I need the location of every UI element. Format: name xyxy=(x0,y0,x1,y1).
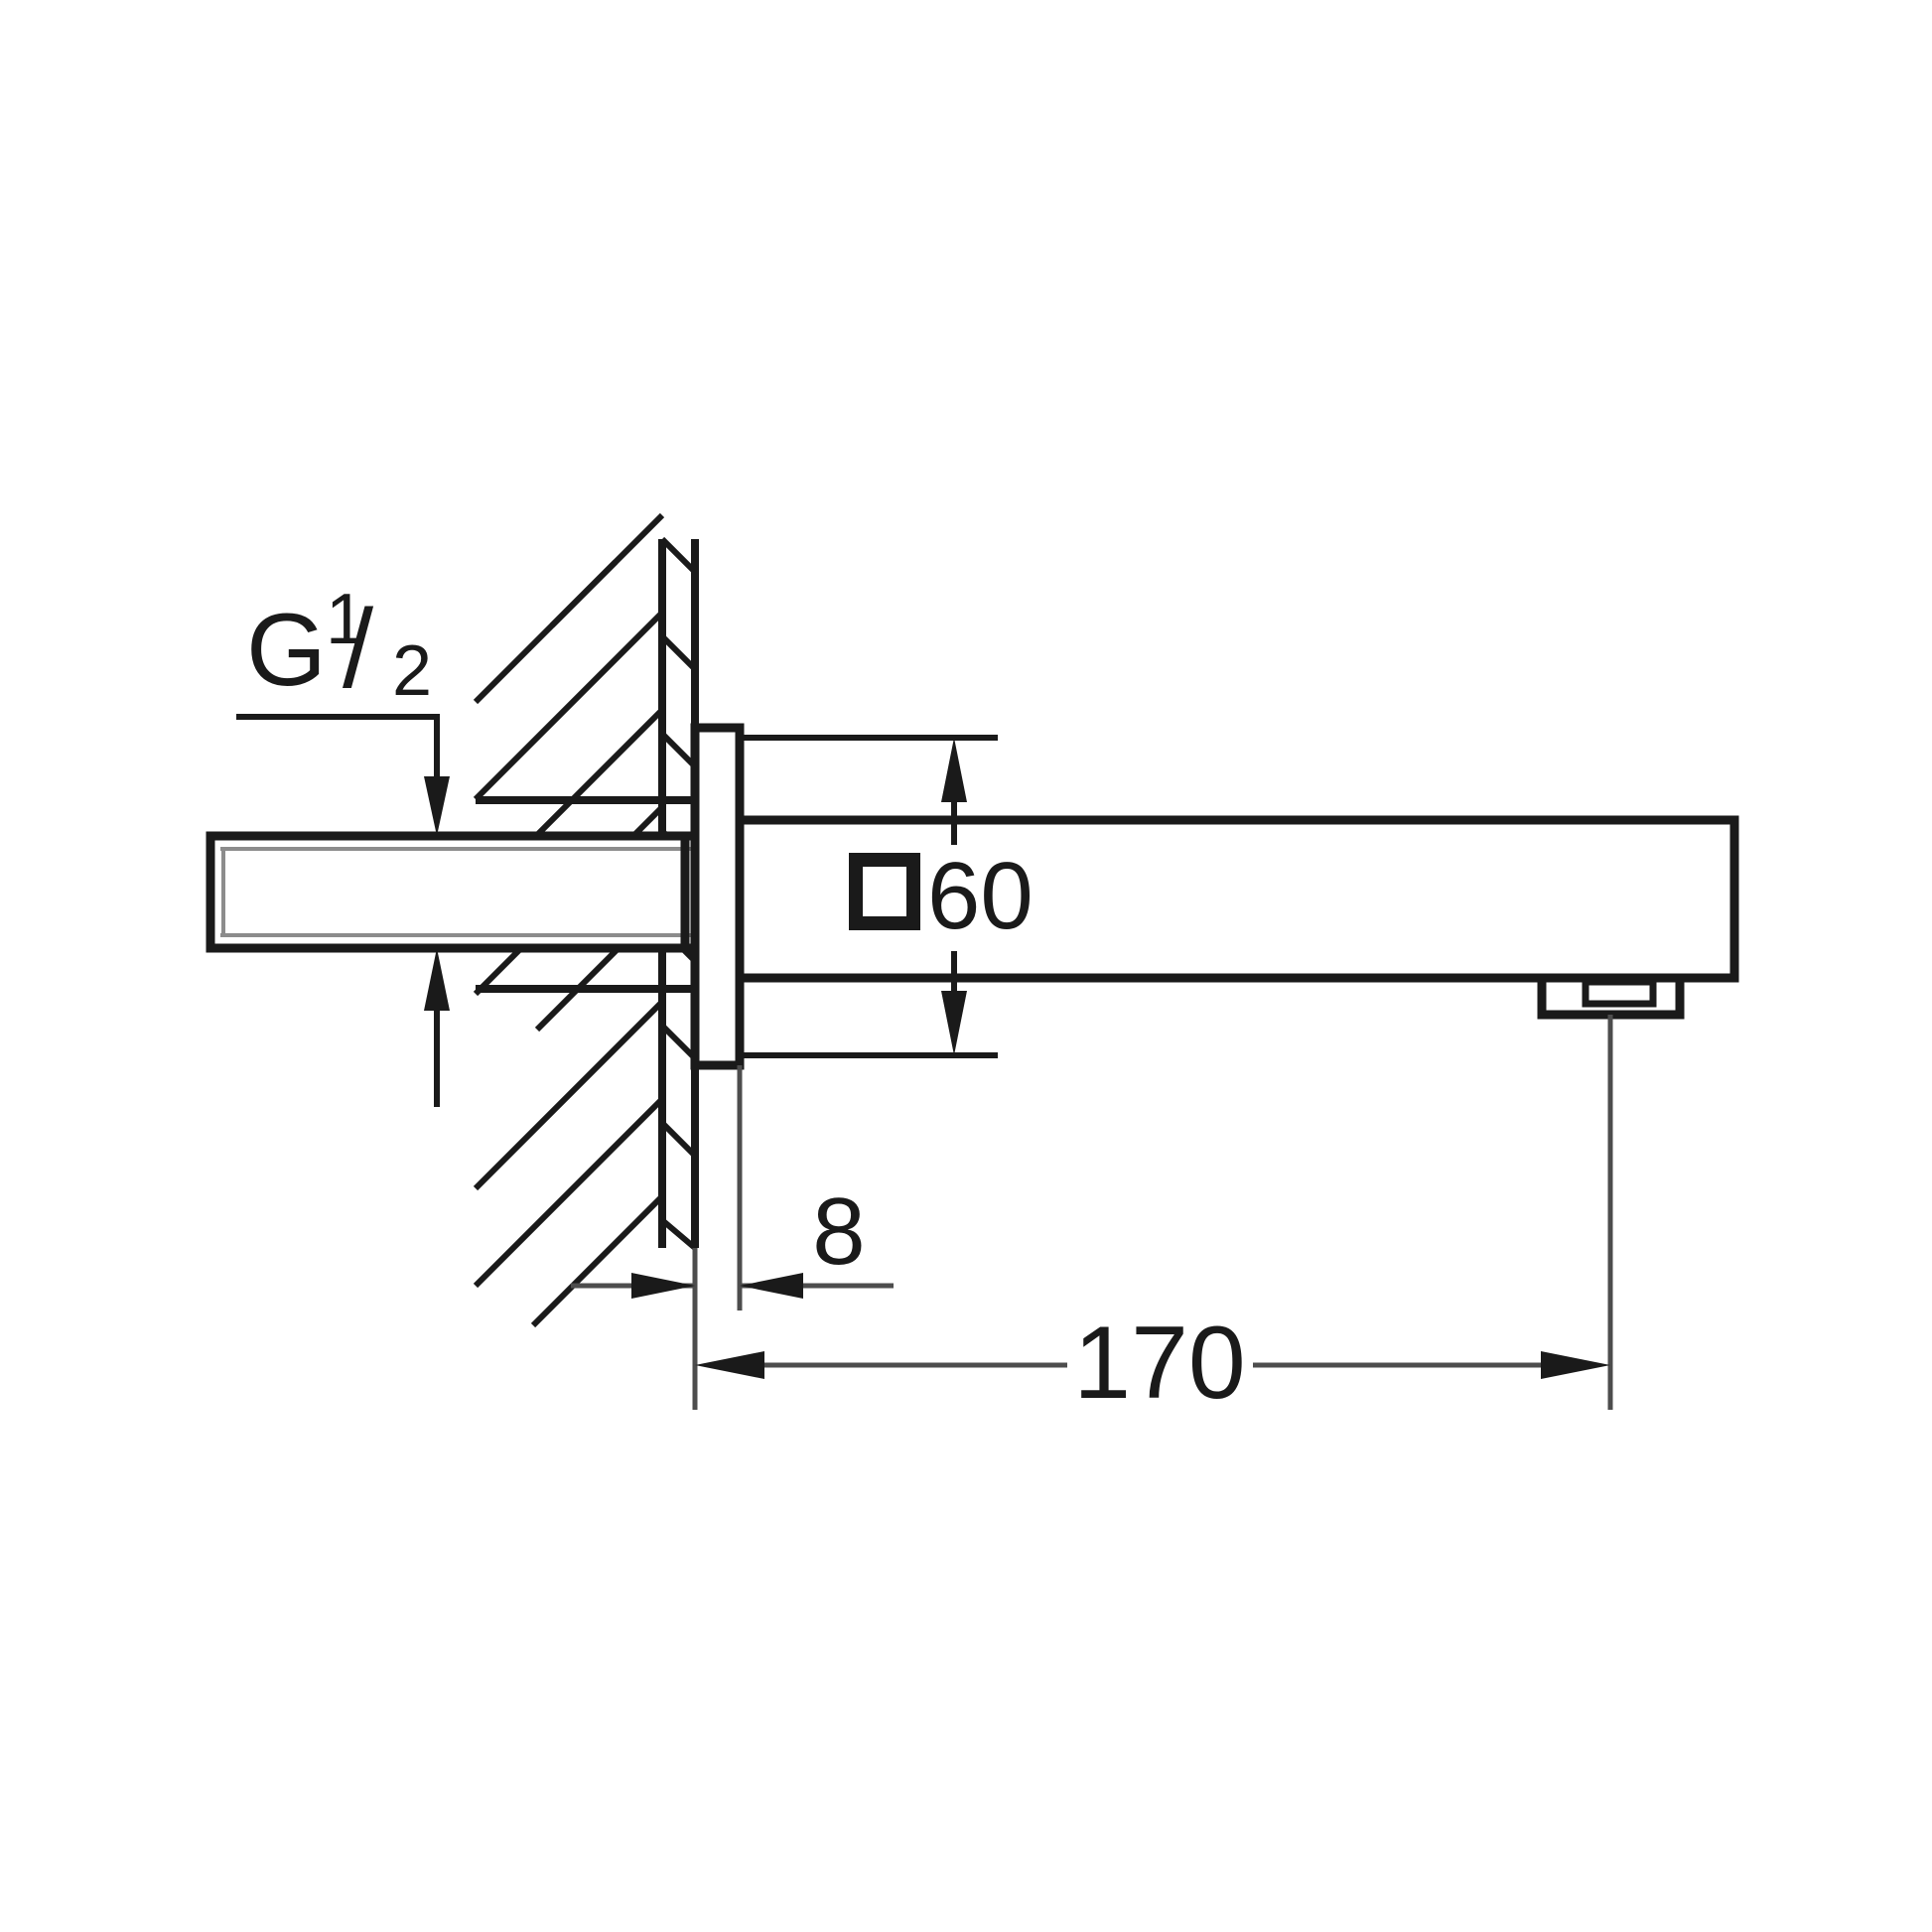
spout-body xyxy=(735,815,1739,1020)
thread-fraction-slash: / xyxy=(343,587,374,711)
thickness8-left-arrowhead xyxy=(631,1273,695,1299)
projection170-right-arrowhead xyxy=(1541,1351,1610,1379)
projection170-left-arrowhead xyxy=(695,1351,764,1379)
body-size-value: 60 xyxy=(927,843,1034,949)
projection-value: 170 xyxy=(1073,1306,1246,1421)
aerator-screen xyxy=(1582,978,1657,1008)
size60-upper-arrowhead xyxy=(941,738,967,802)
body-size-dimension-group: 60 xyxy=(740,735,1034,1058)
projection-dimension-group: 170 xyxy=(695,1015,1613,1421)
thread-dimension-lower-arrowhead xyxy=(424,948,450,1011)
thread-numerator: 1 xyxy=(326,580,365,659)
thickness8-right-arrowhead xyxy=(740,1273,803,1299)
thread-callout-leader-line xyxy=(236,714,440,814)
wall-section xyxy=(473,512,699,1410)
escutcheon-thickness-value: 8 xyxy=(812,1178,865,1285)
thread-denominator: 2 xyxy=(392,631,432,711)
escutcheon-thickness-dimension-group: 8 xyxy=(571,1065,894,1311)
inlet-pipe-outline xyxy=(206,831,700,953)
thread-callout-arrowhead xyxy=(424,776,450,836)
thread-size-text-group: G 1 / 2 xyxy=(246,580,432,711)
inlet-pipe xyxy=(206,831,700,953)
thread-prefix-letter: G xyxy=(246,593,327,708)
escutcheon-flange xyxy=(690,723,745,1070)
thread-size-callout-group xyxy=(236,714,450,1107)
square-section-symbol-icon xyxy=(849,853,920,930)
escutcheon-outline xyxy=(690,723,745,1070)
size60-lower-arrowhead xyxy=(941,991,967,1055)
spout-body-outline xyxy=(735,815,1739,983)
